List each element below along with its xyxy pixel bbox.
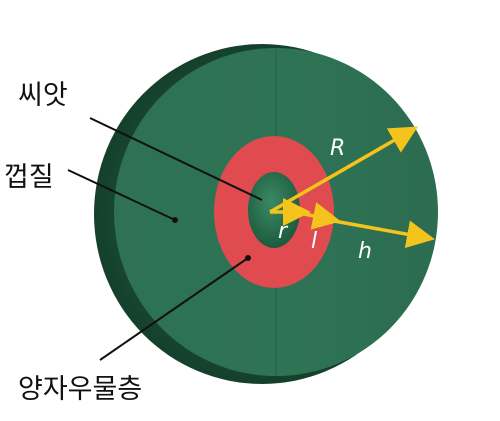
leader-quantum-well-dot bbox=[245, 255, 251, 261]
arrow-h bbox=[333, 219, 435, 249]
var-R-label: R bbox=[330, 136, 345, 161]
leader-shell bbox=[67, 169, 176, 221]
leader-quantum-well bbox=[99, 257, 249, 361]
leader-shell-dot bbox=[172, 217, 178, 223]
label-quantum-well: 양자우물층 bbox=[18, 374, 142, 405]
arrow-l bbox=[303, 202, 341, 230]
var-h-label: h bbox=[358, 239, 372, 264]
var-l-label: l bbox=[311, 229, 317, 254]
label-shell: 껍질 bbox=[4, 162, 54, 193]
var-r-label: r bbox=[278, 219, 289, 244]
label-seed: 씨앗 bbox=[18, 80, 68, 111]
leader-seed bbox=[89, 117, 263, 201]
